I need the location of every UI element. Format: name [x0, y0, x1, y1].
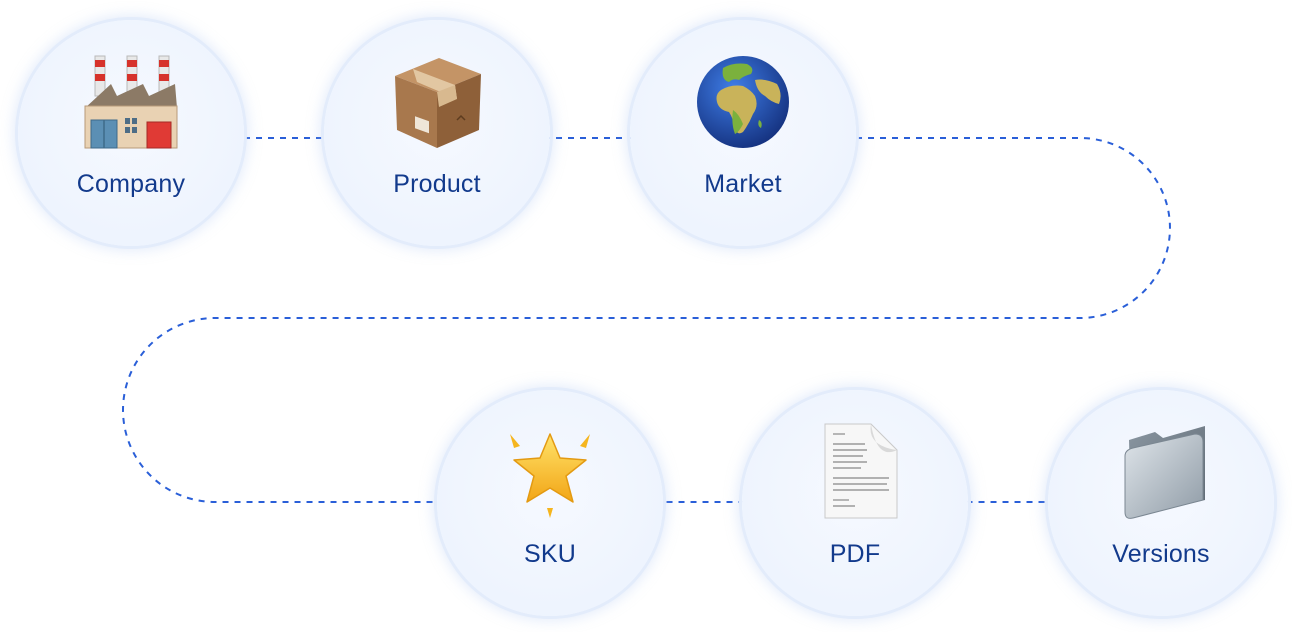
node-label: Versions [1112, 540, 1210, 568]
factory-icon [81, 50, 181, 150]
node-product[interactable]: Product [324, 20, 550, 246]
node-versions[interactable]: Versions [1048, 390, 1274, 616]
connector-line [122, 137, 1171, 503]
star-icon [500, 420, 600, 520]
folder-icon [1111, 420, 1211, 520]
node-label: SKU [523, 540, 576, 568]
node-label: Product [393, 170, 481, 198]
node-market[interactable]: Market [630, 20, 856, 246]
node-label: PDF [829, 540, 881, 568]
document-icon [805, 420, 905, 520]
node-sku[interactable]: SKU [437, 390, 663, 616]
node-label: Market [704, 170, 782, 198]
node-pdf[interactable]: PDF [742, 390, 968, 616]
node-company[interactable]: Company [18, 20, 244, 246]
package-icon [387, 50, 487, 150]
node-label: Company [76, 170, 186, 198]
globe-icon [693, 50, 793, 150]
